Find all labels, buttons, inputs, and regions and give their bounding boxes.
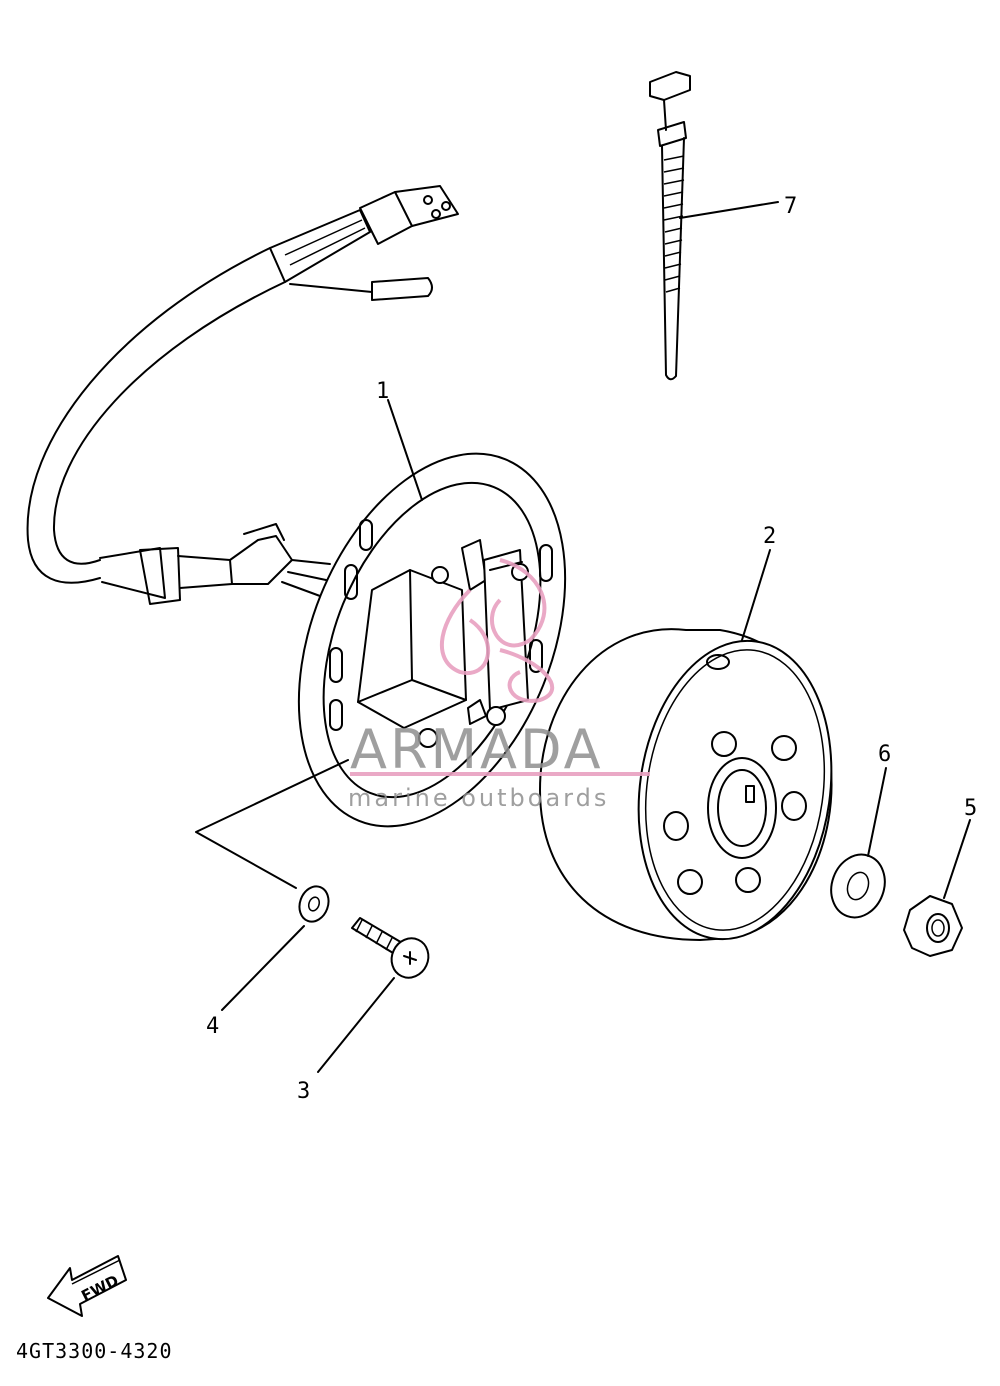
flywheel-part-2 (539, 549, 833, 941)
callout-7: 7 (784, 194, 797, 219)
cable-tie-part-7 (649, 71, 779, 381)
diagram-code: 4GT3300-4320 (16, 1339, 173, 1363)
callout-4: 4 (206, 1014, 219, 1039)
washer-part-6 (830, 767, 887, 919)
nut-part-5 (903, 819, 971, 957)
callout-1: 1 (376, 379, 389, 404)
watermark-tagline: marine outboards (348, 784, 609, 812)
callout-5: 5 (964, 796, 977, 821)
leader-line-stator (195, 759, 349, 889)
leader-line-3 (317, 977, 395, 1073)
callout-3: 3 (297, 1079, 310, 1104)
callout-2: 2 (763, 524, 776, 549)
leader-line-7 (679, 201, 779, 219)
leader-line-4 (221, 925, 305, 1011)
washer-part-4 (195, 759, 349, 1011)
leader-line-1 (387, 399, 423, 501)
fwd-arrow-icon: FWD (47, 1255, 127, 1317)
screw-part-3 (317, 917, 430, 1073)
leader-line-5 (943, 819, 971, 899)
leader-line-6 (867, 767, 887, 857)
stator-assembly-part-1 (297, 399, 567, 828)
armada-watermark-logo: ARMADA marine outboards (348, 558, 650, 812)
leader-line-2 (741, 549, 771, 641)
callout-6: 6 (878, 742, 891, 767)
watermark-brand: ARMADA (350, 718, 604, 781)
wire-harness (26, 185, 459, 605)
